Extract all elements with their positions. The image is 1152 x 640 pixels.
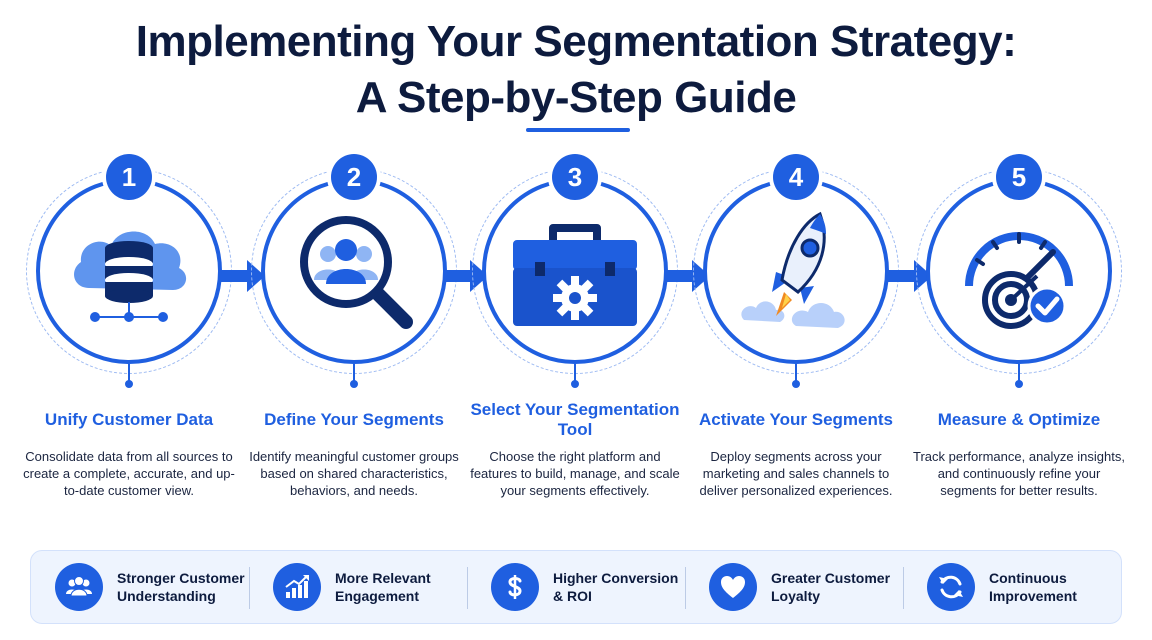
magnifier-people-icon xyxy=(284,200,424,340)
step-connector xyxy=(574,364,576,382)
page-title-line-2: A Step-by-Step Guide xyxy=(355,73,797,122)
title-underline xyxy=(526,128,630,132)
step-connector-dot xyxy=(792,380,800,388)
step-number: 3 xyxy=(552,154,598,200)
rocket-icon xyxy=(726,200,866,340)
benefit-label: Stronger Customer Understanding xyxy=(117,570,245,604)
step-title: Select Your Segmentation Tool xyxy=(470,400,680,439)
page-title-line-1: Implementing Your Segmentation Strategy: xyxy=(135,17,1017,66)
step-description: Track performance, analyze insights, and… xyxy=(913,449,1125,498)
step-5: 5 Measure & Optimize Track performance, … xyxy=(909,0,1129,640)
step-connector-dot xyxy=(125,380,133,388)
step-connector xyxy=(1018,364,1020,382)
step-number: 1 xyxy=(106,154,152,200)
cloud-database-icon xyxy=(59,200,199,340)
benefit-item: Continuous Improvement xyxy=(903,551,1121,623)
step-connector xyxy=(353,364,355,382)
page-title: Implementing Your Segmentation Strategy:… xyxy=(0,14,1152,126)
step-description: Choose the right platform and features t… xyxy=(470,449,680,498)
step-4: 4 Activate Your Segments Deploy segments… xyxy=(686,0,906,640)
step-title: Unify Customer Data xyxy=(44,410,214,429)
step-connector-dot xyxy=(350,380,358,388)
step-1: 1 Unify Customer Data Consolidate data f… xyxy=(19,0,239,640)
growth-chart-icon xyxy=(273,563,321,611)
benefit-item: Greater Customer Loyalty xyxy=(685,551,903,623)
step-connector xyxy=(795,364,797,382)
benefit-label: Higher Conversion & ROI xyxy=(553,570,679,604)
step-number: 4 xyxy=(773,154,819,200)
benefit-item: Higher Conversion & ROI xyxy=(467,551,685,623)
step-connector xyxy=(128,364,130,382)
gauge-target-icon xyxy=(949,200,1089,340)
step-title: Measure & Optimize xyxy=(937,410,1101,429)
toolbox-gear-icon xyxy=(505,200,645,340)
step-number: 2 xyxy=(331,154,377,200)
refresh-icon xyxy=(927,563,975,611)
dollar-icon xyxy=(491,563,539,611)
step-description: Identify meaningful customer groups base… xyxy=(249,449,459,498)
benefit-label: Continuous Improvement xyxy=(989,570,1077,604)
step-connector-dot xyxy=(1015,380,1023,388)
people-icon xyxy=(55,563,103,611)
step-description: Deploy segments across your marketing an… xyxy=(699,449,893,498)
benefit-item: More Relevant Engagement xyxy=(249,551,467,623)
benefit-item: Stronger Customer Understanding xyxy=(31,551,249,623)
step-description: Consolidate data from all sources to cre… xyxy=(23,449,235,498)
step-title: Activate Your Segments xyxy=(699,410,893,429)
step-title: Define Your Segments xyxy=(264,410,444,429)
step-3: 3 Select Your Segmentation Tool Choose t… xyxy=(465,0,685,640)
step-number: 5 xyxy=(996,154,1042,200)
step-2: 2 Define Your Segments Identify meaningf… xyxy=(244,0,464,640)
benefit-label: More Relevant Engagement xyxy=(335,570,431,604)
benefits-bar: Stronger Customer Understanding More Rel… xyxy=(30,550,1122,624)
heart-icon xyxy=(709,563,757,611)
step-ring xyxy=(926,178,1112,364)
benefit-label: Greater Customer Loyalty xyxy=(771,570,891,604)
step-connector-dot xyxy=(571,380,579,388)
